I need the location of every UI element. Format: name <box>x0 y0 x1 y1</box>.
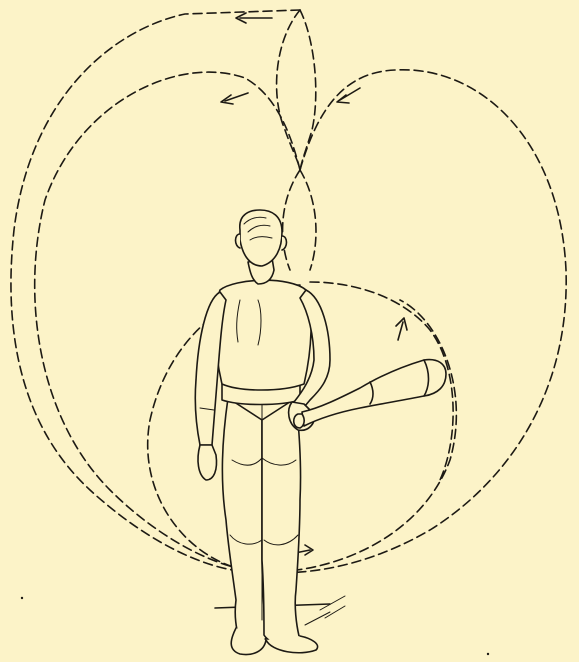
arrow-icon-upper-left <box>221 93 248 104</box>
torso <box>215 280 311 390</box>
lower-club-pass-left <box>283 170 300 270</box>
arrow-icon-club-right <box>396 318 407 340</box>
left-hand <box>198 445 217 480</box>
upper-club-pass-right <box>300 10 316 170</box>
right-leg <box>262 398 301 645</box>
arrow-icon-top <box>236 13 272 23</box>
left-leg <box>222 398 266 644</box>
lower-club-pass-right <box>300 170 316 270</box>
speck-left <box>21 597 23 599</box>
club-knob <box>294 414 304 428</box>
head <box>240 210 282 266</box>
figure-man-back-view <box>195 210 330 654</box>
upper-club-pass-left <box>277 10 300 170</box>
arrow-icon-upper-right <box>337 88 360 103</box>
speck-right <box>487 653 489 655</box>
right-ear <box>282 236 287 250</box>
left-ear <box>236 234 241 248</box>
